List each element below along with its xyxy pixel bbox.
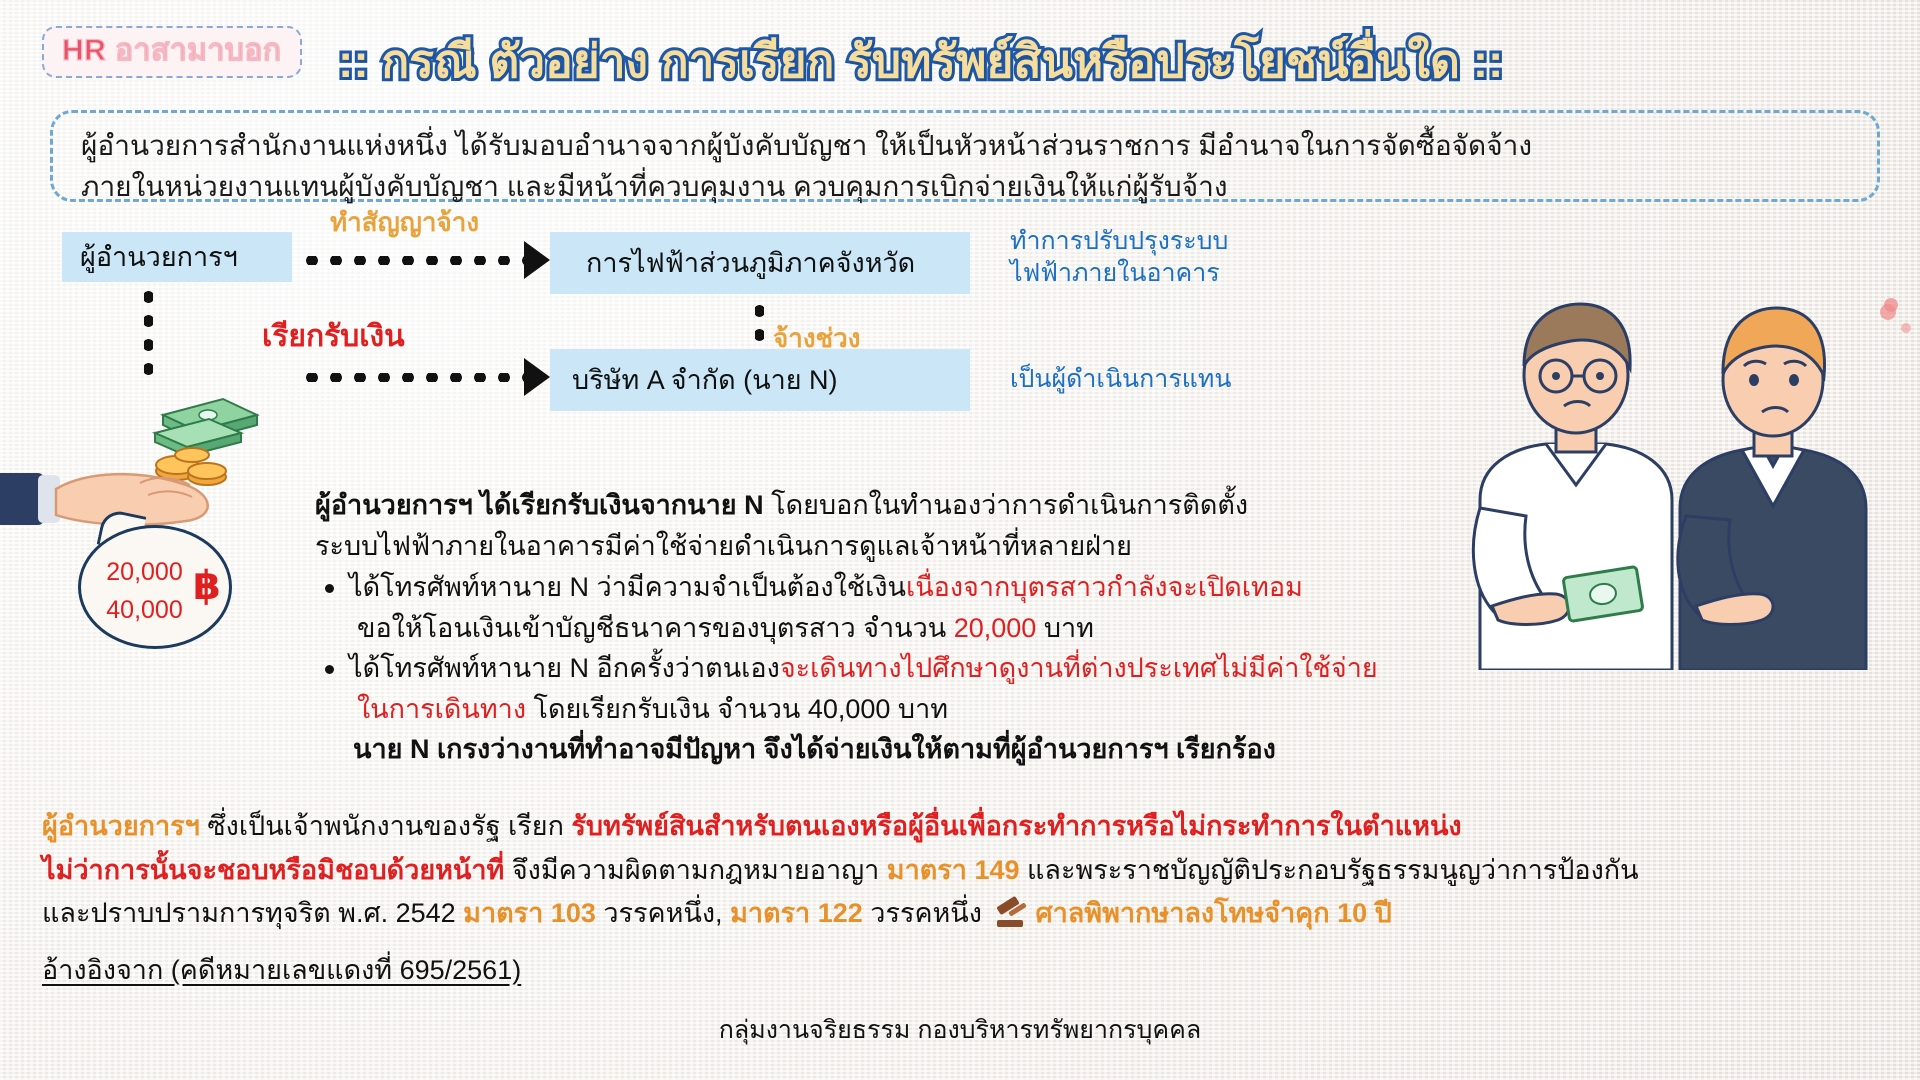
case-body: ผู้อำนวยการฯ ได้เรียกรับเงินจากนาย N โดย… (315, 485, 1595, 771)
legal-article-103: มาตรา 103 (463, 898, 596, 929)
money-stack-icon (145, 385, 275, 495)
legal-conclusion: ผู้อำนวยการฯ ซึ่งเป็นเจ้าพนักงานของรัฐ เ… (42, 805, 1892, 936)
case-lead-line-1: ผู้อำนวยการฯ ได้เรียกรับเงินจากนาย N โดย… (315, 485, 1595, 526)
legal-line-2-plain-2: และพระราชบัญญัติประกอบรัฐธรรมนูญว่าการป้… (1019, 854, 1639, 885)
legal-line-1-plain: ซึ่งเป็นเจ้าพนักงานของรัฐ เรียก (199, 811, 572, 841)
case-bullet-2-text-a: ได้โทรศัพท์หานาย N อีกครั้งว่าตนเอง (349, 653, 780, 684)
case-bullet-1: ได้โทรศัพท์หานาย N ว่ามีความจำเป็นต้องใช… (325, 567, 1595, 649)
page-footer: กลุ่มงานจริยธรรม กองบริหารทรัพยากรบุคคล (718, 1016, 1202, 1044)
diagram-label-demand: เรียกรับเงิน (262, 320, 405, 353)
diagram-side-note-company: เป็นผู้ดำเนินการแทน (1010, 365, 1232, 393)
legal-line-2-red: ไม่ว่าการนั้นจะชอบหรือมิชอบด้วยหน้าที่ (42, 854, 505, 885)
case-lead-line-2: ระบบไฟฟ้าภายในอาคารมีค่าใช้จ่ายดำเนินการ… (315, 531, 1132, 562)
legal-line-2-plain: จึงมีความผิดตามกฎหมายอาญา (504, 854, 887, 885)
case-bullet-2-line2: ในการเดินทาง โดยเรียกรับเงิน จำนวน 40,00… (349, 689, 1595, 730)
arrowhead-to-pea (524, 241, 550, 279)
open-hand-icon (0, 435, 230, 545)
case-bullet-2: ได้โทรศัพท์หานาย N อีกครั้งว่าตนเองจะเดิ… (325, 648, 1595, 730)
case-bullet-1-text-a: ได้โทรศัพท์หานาย N ว่ามีความจำเป็นต้องใช… (349, 572, 906, 603)
legal-verdict: ศาลพิพากษาลงโทษจำคุก 10 ปี (1035, 898, 1392, 929)
legal-line-3-plain: และปราบปรามการทุจริต พ.ศ. 2542 (42, 898, 464, 929)
people-illustration (1360, 270, 1920, 672)
diagram-label-contract: ทำสัญญาจ้าง (330, 207, 480, 237)
connector-director-down (144, 285, 153, 375)
hr-badge: HR อาสามาบอก (42, 26, 302, 78)
diagram-node-director-label: ผู้อำนวยการฯ (80, 241, 238, 272)
diagram-side-note-pea-line2: ไฟฟ้าภายในอาคาร (1010, 259, 1220, 287)
arrowhead-to-company (524, 358, 550, 396)
page-header: HR อาสามาบอก :: กรณี ตัวอย่าง การเรียก ร… (0, 24, 1920, 102)
diagram-node-pea-label: การไฟฟ้าส่วนภูมิภาคจังหวัด (586, 247, 916, 278)
bubble-amount-2: 40,000 (106, 595, 183, 624)
reference-citation: อ้างอิงจาก (คดีหมายเลขแดงที่ 695/2561) (42, 955, 522, 985)
case-bullet-1-highlight: เนื่องจากบุตรสาวกำลังจะเปิดเทอม (905, 572, 1303, 603)
hr-badge-label: HR อาสามาบอก (61, 34, 282, 67)
legal-line-2: ไม่ว่าการนั้นจะชอบหรือมิชอบด้วยหน้าที่ จ… (42, 849, 1892, 893)
diagram-node-company: บริษัท A จำกัด (นาย N) (550, 349, 970, 411)
flow-diagram: ผู้อำนวยการฯ ทำสัญญาจ้าง การไฟฟ้าส่วนภูม… (0, 209, 1340, 411)
baht-symbol-icon: ฿ (193, 564, 221, 608)
case-lead-rest: โดยบอกในทำนองว่าการดำเนินการติดตั้ง (763, 490, 1249, 520)
case-bullet-1-amount: 20,000 (953, 612, 1037, 643)
legal-line-3: และปราบปรามการทุจริต พ.ศ. 2542 มาตรา 103… (42, 892, 1892, 936)
connector-director-to-pea (300, 256, 528, 265)
diagram-side-note-pea-line1: ทำการปรับปรุงระบบ (1010, 227, 1229, 255)
case-bullet-2-highlight-2: ในการเดินทาง (357, 693, 527, 724)
connector-pea-down (755, 299, 764, 351)
speech-bubble-amounts: 20,000 40,000 ฿ (78, 525, 232, 649)
page-title: :: กรณี ตัวอย่าง การเรียก รับทรัพย์สินหร… (335, 32, 1506, 90)
case-bullet-1-text-c: บาท (1036, 612, 1094, 643)
legal-line-1-red: รับทรัพย์สินสำหรับตนเองหรือผู้อื่นเพื่อก… (571, 811, 1462, 841)
legal-line-3-plain-2: วรรคหนึ่ง, (595, 898, 731, 929)
case-bullet-list: ได้โทรศัพท์หานาย N ว่ามีความจำเป็นต้องใช… (315, 567, 1595, 729)
intro-line-2: ภายในหน่วยงานแทนผู้บังคับบัญชา และมีหน้า… (81, 171, 1228, 203)
legal-line-1: ผู้อำนวยการฯ ซึ่งเป็นเจ้าพนักงานของรัฐ เ… (42, 805, 1892, 849)
intro-box: ผู้อำนวยการสำนักงานแห่งหนึ่ง ได้รับมอบอำ… (50, 110, 1880, 202)
case-bullet-1-text-b: ขอให้โอนเงินเข้าบัญชีธนาคารของบุตรสาว จำ… (357, 612, 954, 643)
bubble-amount-1: 20,000 (106, 558, 183, 586)
gavel-icon (995, 896, 1029, 928)
case-bullet-2-text-b: โดยเรียกรับเงิน จำนวน 40,000 บาท (526, 693, 949, 724)
intro-line-1: ผู้อำนวยการสำนักงานแห่งหนึ่ง ได้รับมอบอำ… (81, 130, 1533, 161)
case-bullet-2-highlight: จะเดินทางไปศึกษาดูงานที่ต่างประเทศไม่มีค… (779, 653, 1378, 684)
case-conclusion: นาย N เกรงว่างานที่ทำอาจมีปัญหา จึงได้จ่… (353, 734, 1276, 765)
connector-director-to-company (300, 373, 528, 382)
case-bullet-1-line2: ขอให้โอนเงินเข้าบัญชีธนาคารของบุตรสาว จำ… (349, 608, 1595, 649)
legal-subject: ผู้อำนวยการฯ (42, 811, 200, 841)
case-lead-bold: ผู้อำนวยการฯ ได้เรียกรับเงินจากนาย N (315, 490, 764, 520)
diagram-node-pea: การไฟฟ้าส่วนภูมิภาคจังหวัด (550, 232, 970, 294)
diagram-node-director: ผู้อำนวยการฯ (62, 232, 292, 282)
diagram-label-subcontract: จ้างช่วง (773, 323, 861, 353)
legal-article-149: มาตรา 149 (886, 854, 1020, 885)
legal-article-122: มาตรา 122 (730, 898, 863, 929)
legal-line-3-plain-3: วรรคหนึ่ง (862, 898, 990, 929)
diagram-node-company-label: บริษัท A จำกัด (นาย N) (572, 364, 838, 395)
diagram-side-note-pea: ทำการปรับปรุงระบบ ไฟฟ้าภายในอาคาร (1010, 225, 1228, 289)
bubble-amount-list: 20,000 40,000 (97, 554, 192, 629)
